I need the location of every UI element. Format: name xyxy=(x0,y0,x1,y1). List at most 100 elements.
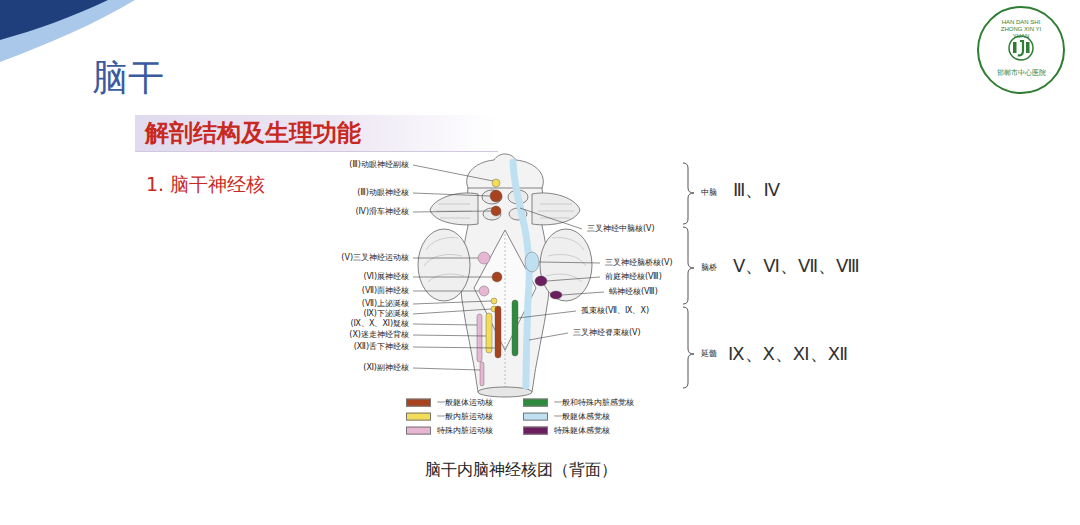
legend-text: 一般躯体感觉核 xyxy=(554,413,610,422)
leader-line xyxy=(413,301,491,304)
legend-item: 一般内脏运动核 xyxy=(406,413,493,422)
region-braces xyxy=(683,163,694,388)
legend-item: 特殊内脏运动核 xyxy=(406,427,493,436)
trochlear-nucleus xyxy=(491,206,501,216)
leader-line xyxy=(547,277,600,281)
nucleus-label: (Ⅲ)动眼神经核 xyxy=(356,189,410,198)
nucleus-ambiguus xyxy=(477,314,482,362)
leader-line xyxy=(562,292,604,295)
legend-item: 一般躯体感觉核 xyxy=(523,413,610,422)
legend-text: 特殊躯体感觉核 xyxy=(554,427,610,436)
leader-line xyxy=(413,193,490,196)
nucleus-label: 三叉神经中脑核(Ⅴ) xyxy=(586,225,656,234)
legend-swatch xyxy=(523,413,548,421)
nucleus-label: (Ⅲ)动眼神经副核 xyxy=(348,161,410,170)
region-label: 脑桥 xyxy=(700,264,718,273)
nucleus-label: (Ⅴ)三叉神经运动核 xyxy=(340,254,410,263)
leader-line xyxy=(539,262,600,263)
logo-symbol xyxy=(1009,36,1033,60)
leader-line xyxy=(413,368,480,370)
brainstem-illustration xyxy=(418,154,592,397)
nucleus-label: (Ⅹ)迷走神经背核 xyxy=(348,331,410,340)
nerve-numerals: Ⅲ、Ⅳ xyxy=(732,180,781,200)
accessory-nucleus xyxy=(480,362,484,386)
region-label: 中脑 xyxy=(700,189,718,198)
brace xyxy=(683,163,694,224)
diencephalon xyxy=(467,154,544,192)
leader-line xyxy=(520,208,582,229)
cerebellar-peduncle xyxy=(540,229,592,301)
corner-decoration xyxy=(0,0,108,40)
leader-line xyxy=(413,309,491,314)
accessory-oculomotor-nucleus xyxy=(492,179,500,187)
leader-line xyxy=(413,211,491,212)
corner-decoration xyxy=(0,0,135,62)
region-label: 延髓 xyxy=(700,350,718,359)
logo-mark xyxy=(1013,42,1017,53)
leader-lines xyxy=(413,165,604,370)
facial-nucleus xyxy=(479,286,489,296)
nerve-numerals: Ⅸ、Ⅹ、Ⅺ、Ⅻ xyxy=(727,344,849,364)
leader-line xyxy=(413,277,492,278)
figure-caption: 脑干内脑神经核团（背面） xyxy=(425,461,617,479)
nucleus-label: 蜗神经核(Ⅷ) xyxy=(608,288,659,297)
node-text: 邯郸市中心医院 xyxy=(997,70,1046,78)
nucleus-label: (Ⅸ、Ⅹ、Ⅺ)疑核 xyxy=(349,320,410,329)
leader-line xyxy=(413,258,478,259)
dorsal-vagal-nucleus xyxy=(486,313,492,353)
nucleus-label: 孤束核(Ⅶ、Ⅸ、Ⅹ) xyxy=(580,307,650,316)
nerve-numerals: Ⅴ、Ⅵ、Ⅶ、Ⅷ xyxy=(732,256,861,276)
superior-salivatory-nucleus xyxy=(491,298,497,304)
leader-line xyxy=(413,324,477,325)
pontine-trigeminal-nucleus xyxy=(525,252,539,272)
brace xyxy=(683,307,694,388)
nucleus-label: 三叉神经脑桥核(Ⅴ) xyxy=(604,259,674,268)
slide-title: 脑干 xyxy=(92,58,164,98)
midline xyxy=(505,230,506,388)
solitary-nucleus xyxy=(512,300,518,356)
legend-item: 特殊躯体感觉核 xyxy=(523,427,610,436)
legend-text: 一般内脏运动核 xyxy=(437,413,493,422)
legend-swatch xyxy=(523,427,548,435)
leader-line xyxy=(413,347,495,348)
logo-mark xyxy=(1026,42,1030,53)
nucleus-label: (Ⅳ)滑车神经核 xyxy=(354,208,410,217)
leader-line xyxy=(518,311,576,318)
legend-swatch xyxy=(523,399,548,407)
nucleus-label: (Ⅺ)副神经核 xyxy=(362,364,410,373)
logo-inner-ring xyxy=(1009,36,1033,60)
nucleus-label: 前庭神经核(Ⅷ) xyxy=(604,273,663,282)
abducens-nucleus xyxy=(492,272,502,282)
hospital-logo: HAN DAN SHI ZHONG XIN YI YUAN邯郸市中心医院 xyxy=(977,6,1065,94)
legend-item: 一般躯体运动核 xyxy=(406,399,493,408)
oculomotor-nucleus xyxy=(490,190,502,202)
node-heading: 解剖结构及生理功能 xyxy=(145,120,361,146)
brace xyxy=(683,227,694,304)
logo-mark xyxy=(1018,41,1023,55)
colliculus xyxy=(482,190,502,204)
legend-text: 一般躯体运动核 xyxy=(437,399,493,408)
nucleus-label: (Ⅻ)舌下神经核 xyxy=(353,343,410,352)
legend-swatch xyxy=(406,427,431,435)
cerebellar-peduncle xyxy=(418,229,470,301)
section-heading-band: 解剖结构及生理功能 xyxy=(135,115,498,152)
leader-line xyxy=(413,165,493,181)
hypoglossal-nucleus xyxy=(495,306,501,358)
legend-swatch xyxy=(406,399,431,407)
leader-line xyxy=(413,335,486,336)
legend-swatch xyxy=(406,413,431,421)
nucleus-label: (Ⅶ)面神经核 xyxy=(361,287,410,296)
nucleus-label: (Ⅸ)下泌涎核 xyxy=(362,310,410,319)
leader-line xyxy=(529,333,568,340)
legend-item: 一般和特殊内脏感觉核 xyxy=(523,399,634,408)
hatching xyxy=(436,204,574,218)
nucleus-label: 三叉神经脊束核(Ⅴ) xyxy=(572,329,642,338)
leader-line xyxy=(413,291,479,292)
nucleus-label: (Ⅶ)上泌涎核 xyxy=(361,300,410,309)
nucleus-label: (Ⅵ)展神经核 xyxy=(362,273,410,282)
section-subheading: 1. 脑干神经核 xyxy=(145,174,266,195)
cochlear-nucleus xyxy=(550,291,562,299)
trigeminal-motor-nucleus xyxy=(478,252,490,264)
